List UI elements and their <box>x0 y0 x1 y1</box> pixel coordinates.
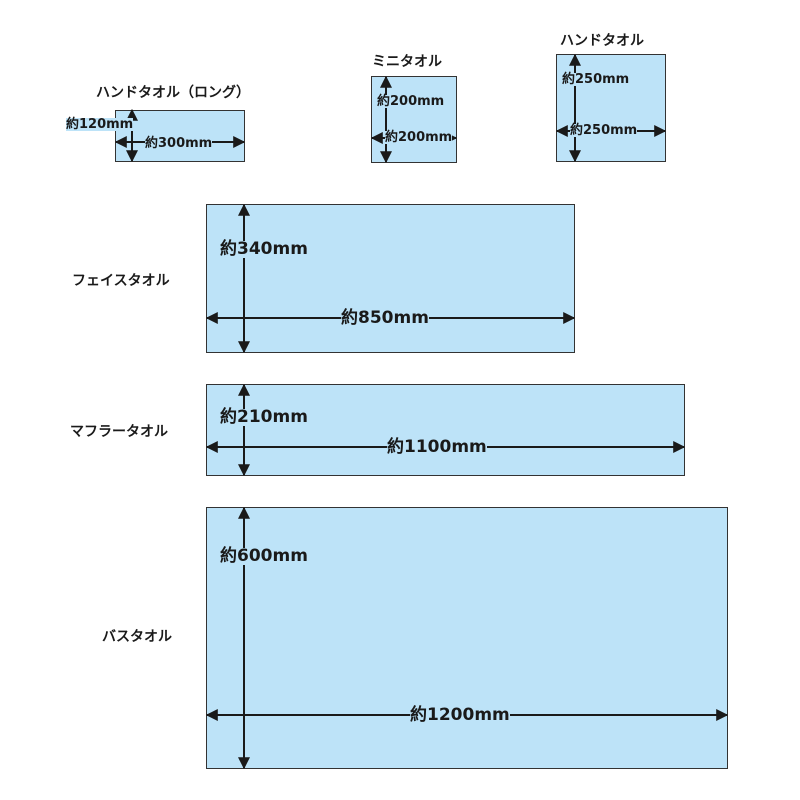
hand-long-height-label: 約120mm <box>66 117 134 132</box>
mini-name: ミニタオル <box>372 54 442 70</box>
hand-long-width-label: 約300mm <box>145 136 213 151</box>
towel-face <box>206 204 575 353</box>
hand-long-name: ハンドタオル（ロング） <box>96 85 250 101</box>
bath-height-label: 約600mm <box>220 546 308 566</box>
mini-width-label: 約200mm <box>385 130 453 145</box>
muffler-width-label: 約1100mm <box>387 437 487 457</box>
hand-name: ハンドタオル <box>560 33 644 49</box>
bath-width-label: 約1200mm <box>410 705 510 725</box>
face-width-label: 約850mm <box>341 308 429 328</box>
face-name: フェイスタオル <box>72 273 170 289</box>
hand-height-label: 約250mm <box>562 72 630 87</box>
muffler-name: マフラータオル <box>70 424 168 440</box>
towel-muffler <box>206 384 685 476</box>
face-height-label: 約340mm <box>220 239 308 259</box>
bath-name: バスタオル <box>102 629 172 645</box>
muffler-height-label: 約210mm <box>220 407 308 427</box>
mini-height-label: 約200mm <box>377 94 445 109</box>
hand-width-label: 約250mm <box>570 123 638 138</box>
